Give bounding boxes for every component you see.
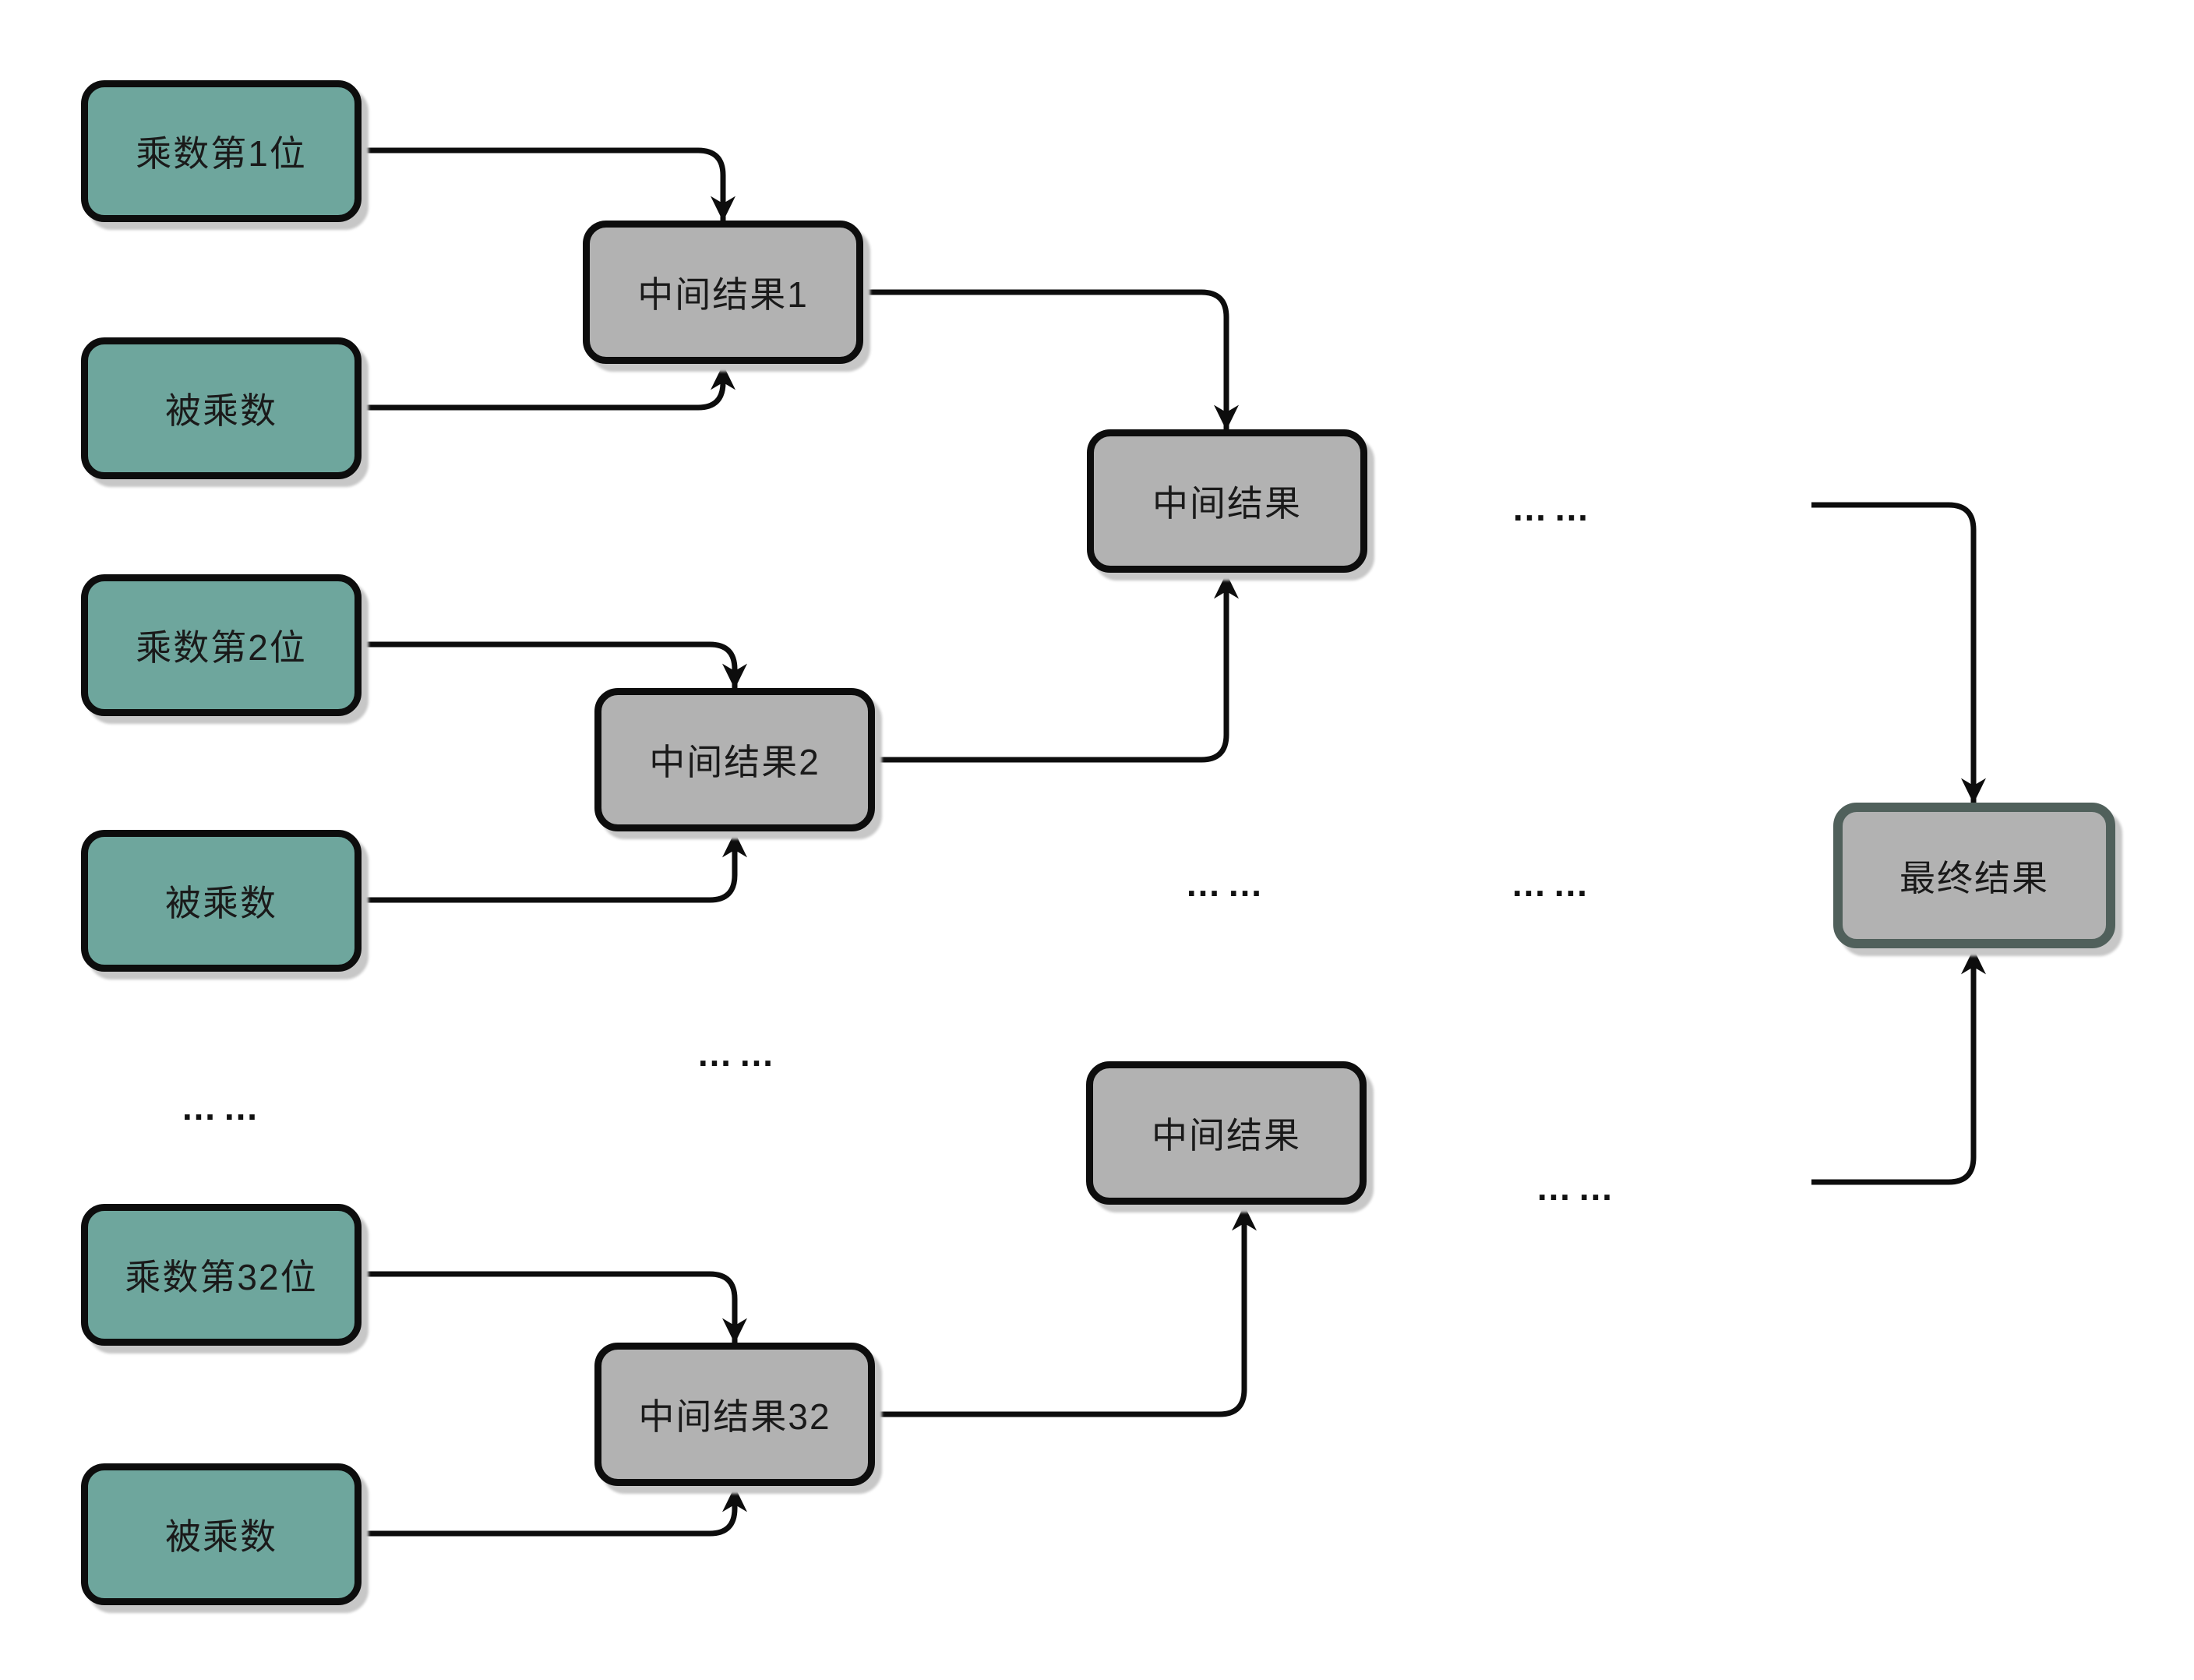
node-label: 中间结果2 xyxy=(649,742,820,782)
node-multiplicand-c: 被乘数 xyxy=(81,1463,362,1605)
connector-chain-to-final-top xyxy=(1811,502,1987,804)
node-label: 被乘数 xyxy=(165,883,277,923)
node-label: 中间结果 xyxy=(1152,1115,1301,1156)
connector-multiplier2-to-partial2 xyxy=(360,641,748,690)
node-label: 最终结果 xyxy=(1899,857,2049,898)
node-partial-result-2: 中间结果2 xyxy=(594,688,875,831)
node-label: 被乘数 xyxy=(165,1516,277,1557)
connector-chain-to-final-bottom xyxy=(1811,948,1987,1185)
ellipsis-input-column: …… xyxy=(181,1087,265,1128)
ellipsis-chain-bottom: …… xyxy=(1536,1167,1620,1208)
node-multiplicand-a: 被乘数 xyxy=(81,337,362,479)
node-label: 中间结果 xyxy=(1152,483,1302,524)
ellipsis-middle-center: …… xyxy=(1185,863,1269,904)
node-label: 乘数第1位 xyxy=(136,133,307,174)
node-multiplicand-b: 被乘数 xyxy=(81,830,362,972)
connector-multiplier32-to-partial32 xyxy=(360,1271,748,1344)
connector-multiplicand-a-to-partial1 xyxy=(360,364,736,411)
ellipsis-chain-top: …… xyxy=(1511,488,1596,528)
node-multiplier-bit-2: 乘数第2位 xyxy=(81,574,362,716)
ellipsis-middle-right: …… xyxy=(1511,863,1595,904)
node-label: 乘数第2位 xyxy=(136,627,307,668)
connector-multiplicand-b-to-partial2 xyxy=(360,831,748,903)
ellipsis-partial-column: …… xyxy=(697,1033,781,1074)
node-multiplier-bit-32: 乘数第32位 xyxy=(81,1204,362,1346)
node-partial-result-32: 中间结果32 xyxy=(594,1343,875,1486)
node-multiplier-bit-1: 乘数第1位 xyxy=(81,80,362,222)
connector-partial2-to-intermediate-top xyxy=(873,573,1240,763)
node-label: 中间结果32 xyxy=(638,1396,831,1437)
connector-partial32-to-intermediate-bottom xyxy=(873,1205,1257,1417)
connector-partial1-to-intermediate-top xyxy=(862,289,1240,431)
node-partial-result-1: 中间结果1 xyxy=(583,221,863,364)
connector-multiplier1-to-partial1 xyxy=(360,147,736,222)
node-label: 中间结果1 xyxy=(637,274,809,315)
node-label: 被乘数 xyxy=(165,390,277,431)
node-intermediate-result-top: 中间结果 xyxy=(1087,429,1367,573)
node-final-result: 最终结果 xyxy=(1833,803,2115,948)
node-label: 乘数第32位 xyxy=(125,1257,318,1297)
connector-multiplicand-c-to-partial32 xyxy=(360,1486,748,1537)
node-intermediate-result-bottom: 中间结果 xyxy=(1086,1061,1367,1205)
